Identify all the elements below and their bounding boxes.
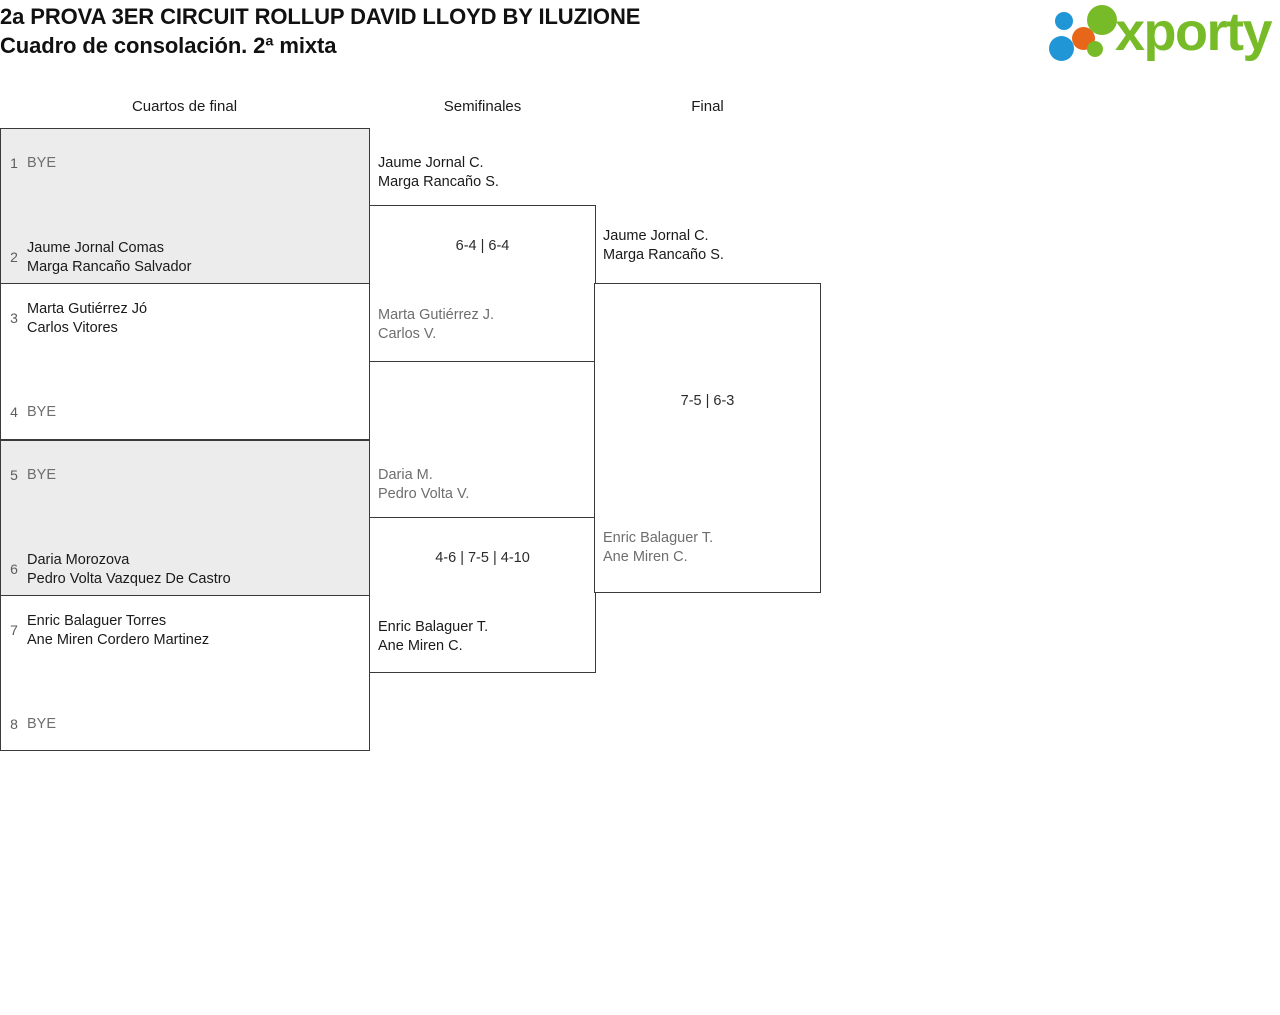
player-names: Enric Balaguer Torres Ane Miren Cordero …	[27, 613, 210, 648]
bracket-entry[interactable]: 8 BYE	[1, 706, 369, 734]
player-names-winner: Jaume Jornal C. Marga Rancaño S.	[378, 155, 499, 190]
match-box-qf-1[interactable]: 1 BYE 2 Jaume Jornal Comas Marga Rancaño…	[0, 128, 370, 284]
seed-number: 8	[10, 716, 18, 732]
bracket-entry[interactable]: 2 Jaume Jornal Comas Marga Rancaño Salva…	[1, 239, 369, 276]
logo-dot-green-large-icon	[1087, 5, 1117, 35]
match-box-final[interactable]: Jaume Jornal C. Marga Rancaño S. 7-5 | 6…	[594, 228, 821, 593]
logo-dot-blue-small-icon	[1055, 12, 1073, 30]
player-names-loser: Marta Gutiérrez J. Carlos V.	[378, 307, 495, 342]
match-score: 7-5 | 6-3	[680, 393, 735, 409]
match-box-sf-1[interactable]: Jaume Jornal C. Marga Rancaño S. 6-4 | 6…	[369, 155, 596, 362]
logo-dots-icon	[1047, 3, 1119, 63]
player-names: BYE	[27, 716, 57, 732]
seed-number: 3	[10, 310, 18, 326]
match-box-qf-3[interactable]: 5 BYE 6 Daria Morozova Pedro Volta Vazqu…	[0, 440, 370, 596]
player-names-champion: Jaume Jornal C. Marga Rancaño S.	[603, 228, 724, 263]
bracket-entry[interactable]: 1 BYE	[1, 145, 369, 173]
player-names: Jaume Jornal Comas Marga Rancaño Salvado…	[27, 240, 192, 275]
player-names: BYE	[27, 467, 57, 483]
round-header-semifinals: Semifinales	[443, 98, 522, 115]
player-names-winner: Enric Balaguer T. Ane Miren C.	[378, 619, 489, 654]
seed-number: 5	[10, 467, 18, 483]
logo-wordmark: xporty	[1115, 2, 1273, 62]
bracket-entry[interactable]: 3 Marta Gutiérrez Jó Carlos Vitores	[1, 300, 369, 337]
player-names: Daria Morozova Pedro Volta Vazquez De Ca…	[27, 552, 231, 587]
bracket-subtitle: Cuadro de consolación. 2ª mixta	[0, 33, 337, 58]
player-names: BYE	[27, 404, 57, 420]
match-score: 6-4 | 6-4	[455, 238, 510, 254]
match-box-qf-4[interactable]: 7 Enric Balaguer Torres Ane Miren Corder…	[0, 595, 370, 751]
player-names: Marta Gutiérrez Jó Carlos Vitores	[27, 301, 148, 336]
match-box-sf-2[interactable]: Daria M. Pedro Volta V. 4-6 | 7-5 | 4-10…	[369, 467, 596, 673]
match-box-qf-2[interactable]: 3 Marta Gutiérrez Jó Carlos Vitores 4 BY…	[0, 283, 370, 440]
logo-dot-blue-large-icon	[1049, 36, 1074, 61]
player-names-loser: Daria M. Pedro Volta V.	[378, 467, 470, 502]
seed-number: 4	[10, 404, 18, 420]
player-names-runnerup: Enric Balaguer T. Ane Miren C.	[603, 530, 714, 565]
match-score: 4-6 | 7-5 | 4-10	[435, 550, 530, 566]
bracket-entry[interactable]: 6 Daria Morozova Pedro Volta Vazquez De …	[1, 551, 369, 588]
seed-number: 6	[10, 561, 18, 577]
round-header-final: Final	[691, 98, 724, 115]
seed-number: 7	[10, 622, 18, 638]
seed-number: 1	[10, 155, 18, 171]
bracket-entry[interactable]: 4 BYE	[1, 394, 369, 422]
bracket-entry[interactable]: 5 BYE	[1, 457, 369, 485]
round-header-quarterfinals: Cuartos de final	[131, 98, 238, 115]
xporty-logo[interactable]: xporty	[1047, 2, 1275, 65]
player-names: BYE	[27, 155, 57, 171]
tournament-title: 2a PROVA 3ER CIRCUIT ROLLUP DAVID LLOYD …	[0, 4, 641, 29]
bracket-entry[interactable]: 7 Enric Balaguer Torres Ane Miren Corder…	[1, 612, 369, 649]
page-title: 2a PROVA 3ER CIRCUIT ROLLUP DAVID LLOYD …	[0, 2, 900, 60]
logo-dot-green-small-icon	[1087, 41, 1103, 57]
seed-number: 2	[10, 249, 18, 265]
